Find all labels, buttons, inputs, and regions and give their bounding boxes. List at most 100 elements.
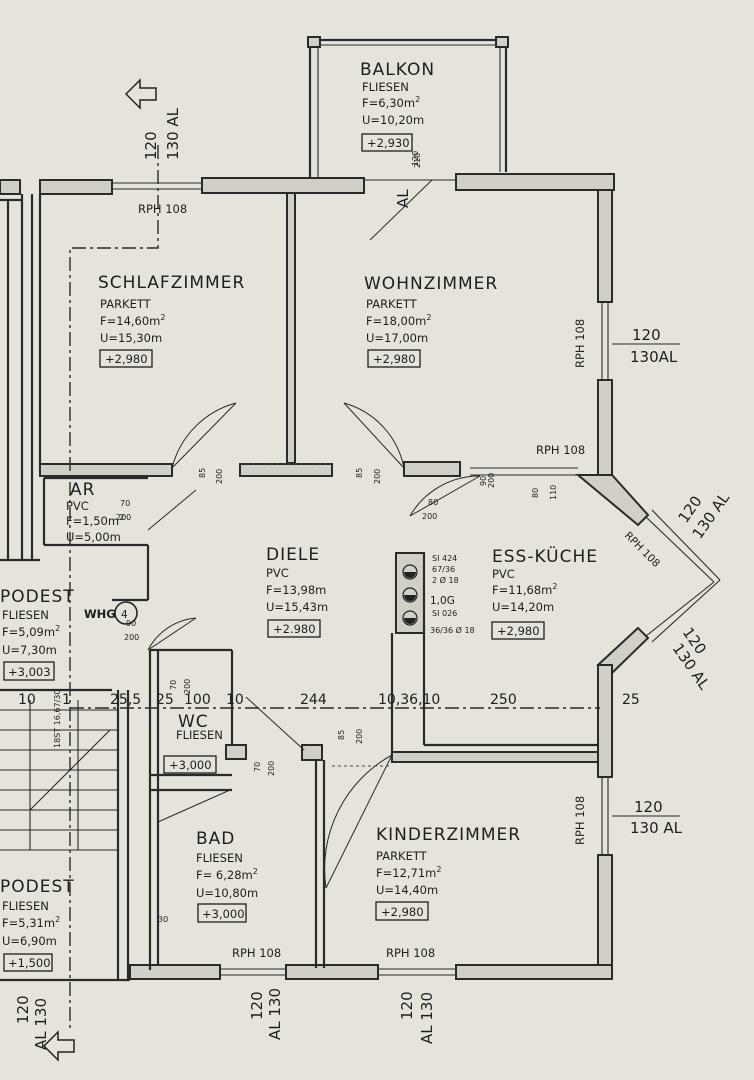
- room-diele: DIELE PVC F=13,98m U=15,43m +2.980: [266, 545, 328, 638]
- room-area: F=6,30m2: [362, 95, 420, 110]
- room-perimeter: U=10,20m: [362, 113, 424, 127]
- window-bottom: AL 130: [418, 992, 436, 1044]
- window-rph: RPH 108: [386, 946, 435, 960]
- room-floor: PARKETT: [376, 849, 428, 863]
- room-floor: PVC: [66, 499, 89, 513]
- window-rph: RPH 108: [573, 796, 587, 845]
- door-height: 200: [215, 469, 224, 484]
- room-podest-1: PODEST FLIESEN F=5,09m2 U=7,30m +3,003: [0, 587, 75, 681]
- room-wc: WC FLIESEN +3,000: [163, 712, 223, 774]
- window-rph: RPH 108: [138, 202, 187, 216]
- window-kueche: RPH 108 120 130 AL: [536, 443, 733, 542]
- window-kinder-right: RPH 108 120 130 AL: [573, 796, 683, 845]
- door-width: 85: [337, 730, 346, 740]
- room-kinderzimmer: KINDERZIMMER PARKETT F=12,71m2 U=14,40m …: [375, 825, 521, 921]
- room-perimeter: U=5,00m: [66, 530, 121, 544]
- room-area: F=5,31m2: [2, 915, 60, 930]
- door-height: 200: [116, 513, 131, 522]
- room-name: AR: [70, 480, 95, 500]
- room-area: F=13,98m: [266, 583, 326, 597]
- misc-labels: 18ST 16,67/30 1,0G SI 424 67/36 2 Ø 18 S…: [53, 554, 475, 924]
- room-area: F= 6,28m2: [196, 867, 258, 882]
- door-height: 200: [124, 633, 139, 642]
- room-area: F=5,09m2: [2, 624, 60, 639]
- shaft-bot1: SI 026: [432, 609, 457, 618]
- window-balkon-door: AL 120 210: [394, 151, 422, 208]
- room-floor: PVC: [266, 566, 289, 580]
- room-wohnzimmer: WOHNZIMMER PARKETT F=18,00m2 U=17,00m +2…: [364, 274, 497, 368]
- room-perimeter: U=6,90m: [2, 934, 57, 948]
- room-floor: FLIESEN: [176, 728, 223, 742]
- room-height: +2,980: [373, 352, 416, 366]
- room-area: F=14,60m2: [100, 313, 165, 328]
- room-height: +3,000: [202, 907, 245, 921]
- window-top: 120: [634, 798, 663, 816]
- room-height: +2,980: [381, 905, 424, 919]
- window-top: 120: [398, 991, 416, 1020]
- room-height: +2,980: [105, 352, 148, 366]
- entry-arrows: [42, 78, 157, 1062]
- dim-5: 100: [184, 692, 211, 708]
- room-floor: PARKETT: [100, 297, 152, 311]
- window-top: 210: [413, 153, 422, 168]
- axis-lines: [69, 145, 600, 1030]
- arrow-left-icon: [124, 78, 157, 110]
- room-name: WC: [178, 712, 209, 732]
- shaft: [402, 564, 418, 626]
- dim-6: 10: [226, 692, 244, 708]
- window-schlaf: RPH 108 120 130 AL: [138, 107, 187, 216]
- window-kinder-bottom: RPH 108 120 AL 130: [386, 946, 436, 1044]
- door-width: 70: [120, 499, 130, 508]
- window-top: 120: [248, 991, 266, 1020]
- room-height: +2.980: [273, 622, 316, 636]
- window-al: AL: [394, 189, 412, 208]
- room-bad: BAD FLIESEN F= 6,28m2 U=10,80m +3,000: [196, 829, 258, 923]
- room-floor: PVC: [492, 567, 515, 581]
- window-rph: RPH 108: [573, 319, 587, 368]
- whg-number: 4: [121, 609, 128, 621]
- window-left-bottom: 120 AL 130: [14, 995, 50, 1050]
- window-top: 120: [142, 131, 160, 160]
- window-top: 120: [14, 995, 32, 1024]
- room-floor: FLIESEN: [2, 899, 49, 913]
- door-height: 200: [422, 512, 437, 521]
- room-height: +2,980: [497, 624, 540, 638]
- room-area: F=18,00m2: [366, 313, 431, 328]
- door-width: 85: [355, 468, 364, 478]
- dim-10: 25: [622, 692, 640, 708]
- room-esskueche: ESS-KÜCHE PVC F=11,68m2 U=14,20m +2,980: [491, 545, 597, 640]
- door-height: 200: [373, 469, 382, 484]
- room-name: PODEST: [0, 877, 75, 897]
- window-bottom: 130AL: [630, 348, 678, 366]
- room-name: SCHLAFZIMMER: [98, 273, 245, 293]
- door-width: 80: [531, 488, 540, 498]
- window-bottom: 130 AL: [164, 107, 182, 160]
- room-ar: AR PVC F=1,50m2 U=5,00m: [66, 480, 124, 544]
- door-width: 85: [198, 468, 207, 478]
- balkon-post-left: [307, 36, 321, 48]
- room-perimeter: U=10,80m: [196, 886, 258, 900]
- room-height: +2,930: [367, 136, 410, 150]
- room-podest-2: PODEST FLIESEN F=5,31m2 U=6,90m +1,500: [0, 877, 75, 972]
- room-name: KINDERZIMMER: [376, 825, 521, 845]
- room-schlafzimmer: SCHLAFZIMMER PARKETT F=14,60m2 U=15,30m …: [98, 273, 245, 368]
- room-floor: PARKETT: [366, 297, 418, 311]
- room-perimeter: U=15,30m: [100, 331, 162, 345]
- door-labels: 85 200 85 200 70 200 80 200 80 110 90 20…: [116, 468, 558, 776]
- arrow-left-icon: [42, 1030, 75, 1062]
- room-perimeter: U=17,00m: [366, 331, 428, 345]
- door-width: 90: [479, 476, 488, 486]
- room-name: DIELE: [266, 545, 320, 565]
- room-area: F=11,68m2: [492, 582, 557, 597]
- room-floor: FLIESEN: [2, 608, 49, 622]
- room-name: PODEST: [0, 587, 75, 607]
- room-floor: FLIESEN: [362, 80, 409, 94]
- window-rph: RPH 108: [536, 443, 585, 457]
- room-name: BALKON: [360, 60, 435, 80]
- dim-2: 1: [62, 692, 71, 708]
- door-width: 80: [428, 498, 438, 507]
- dimension-row: 10 1 25,5 25 100 10 244 10,36,10 250 25: [18, 692, 640, 708]
- window-mid: 120: [411, 151, 420, 166]
- balkon-post-right: [495, 36, 509, 48]
- window-rph: RPH 108: [622, 530, 662, 570]
